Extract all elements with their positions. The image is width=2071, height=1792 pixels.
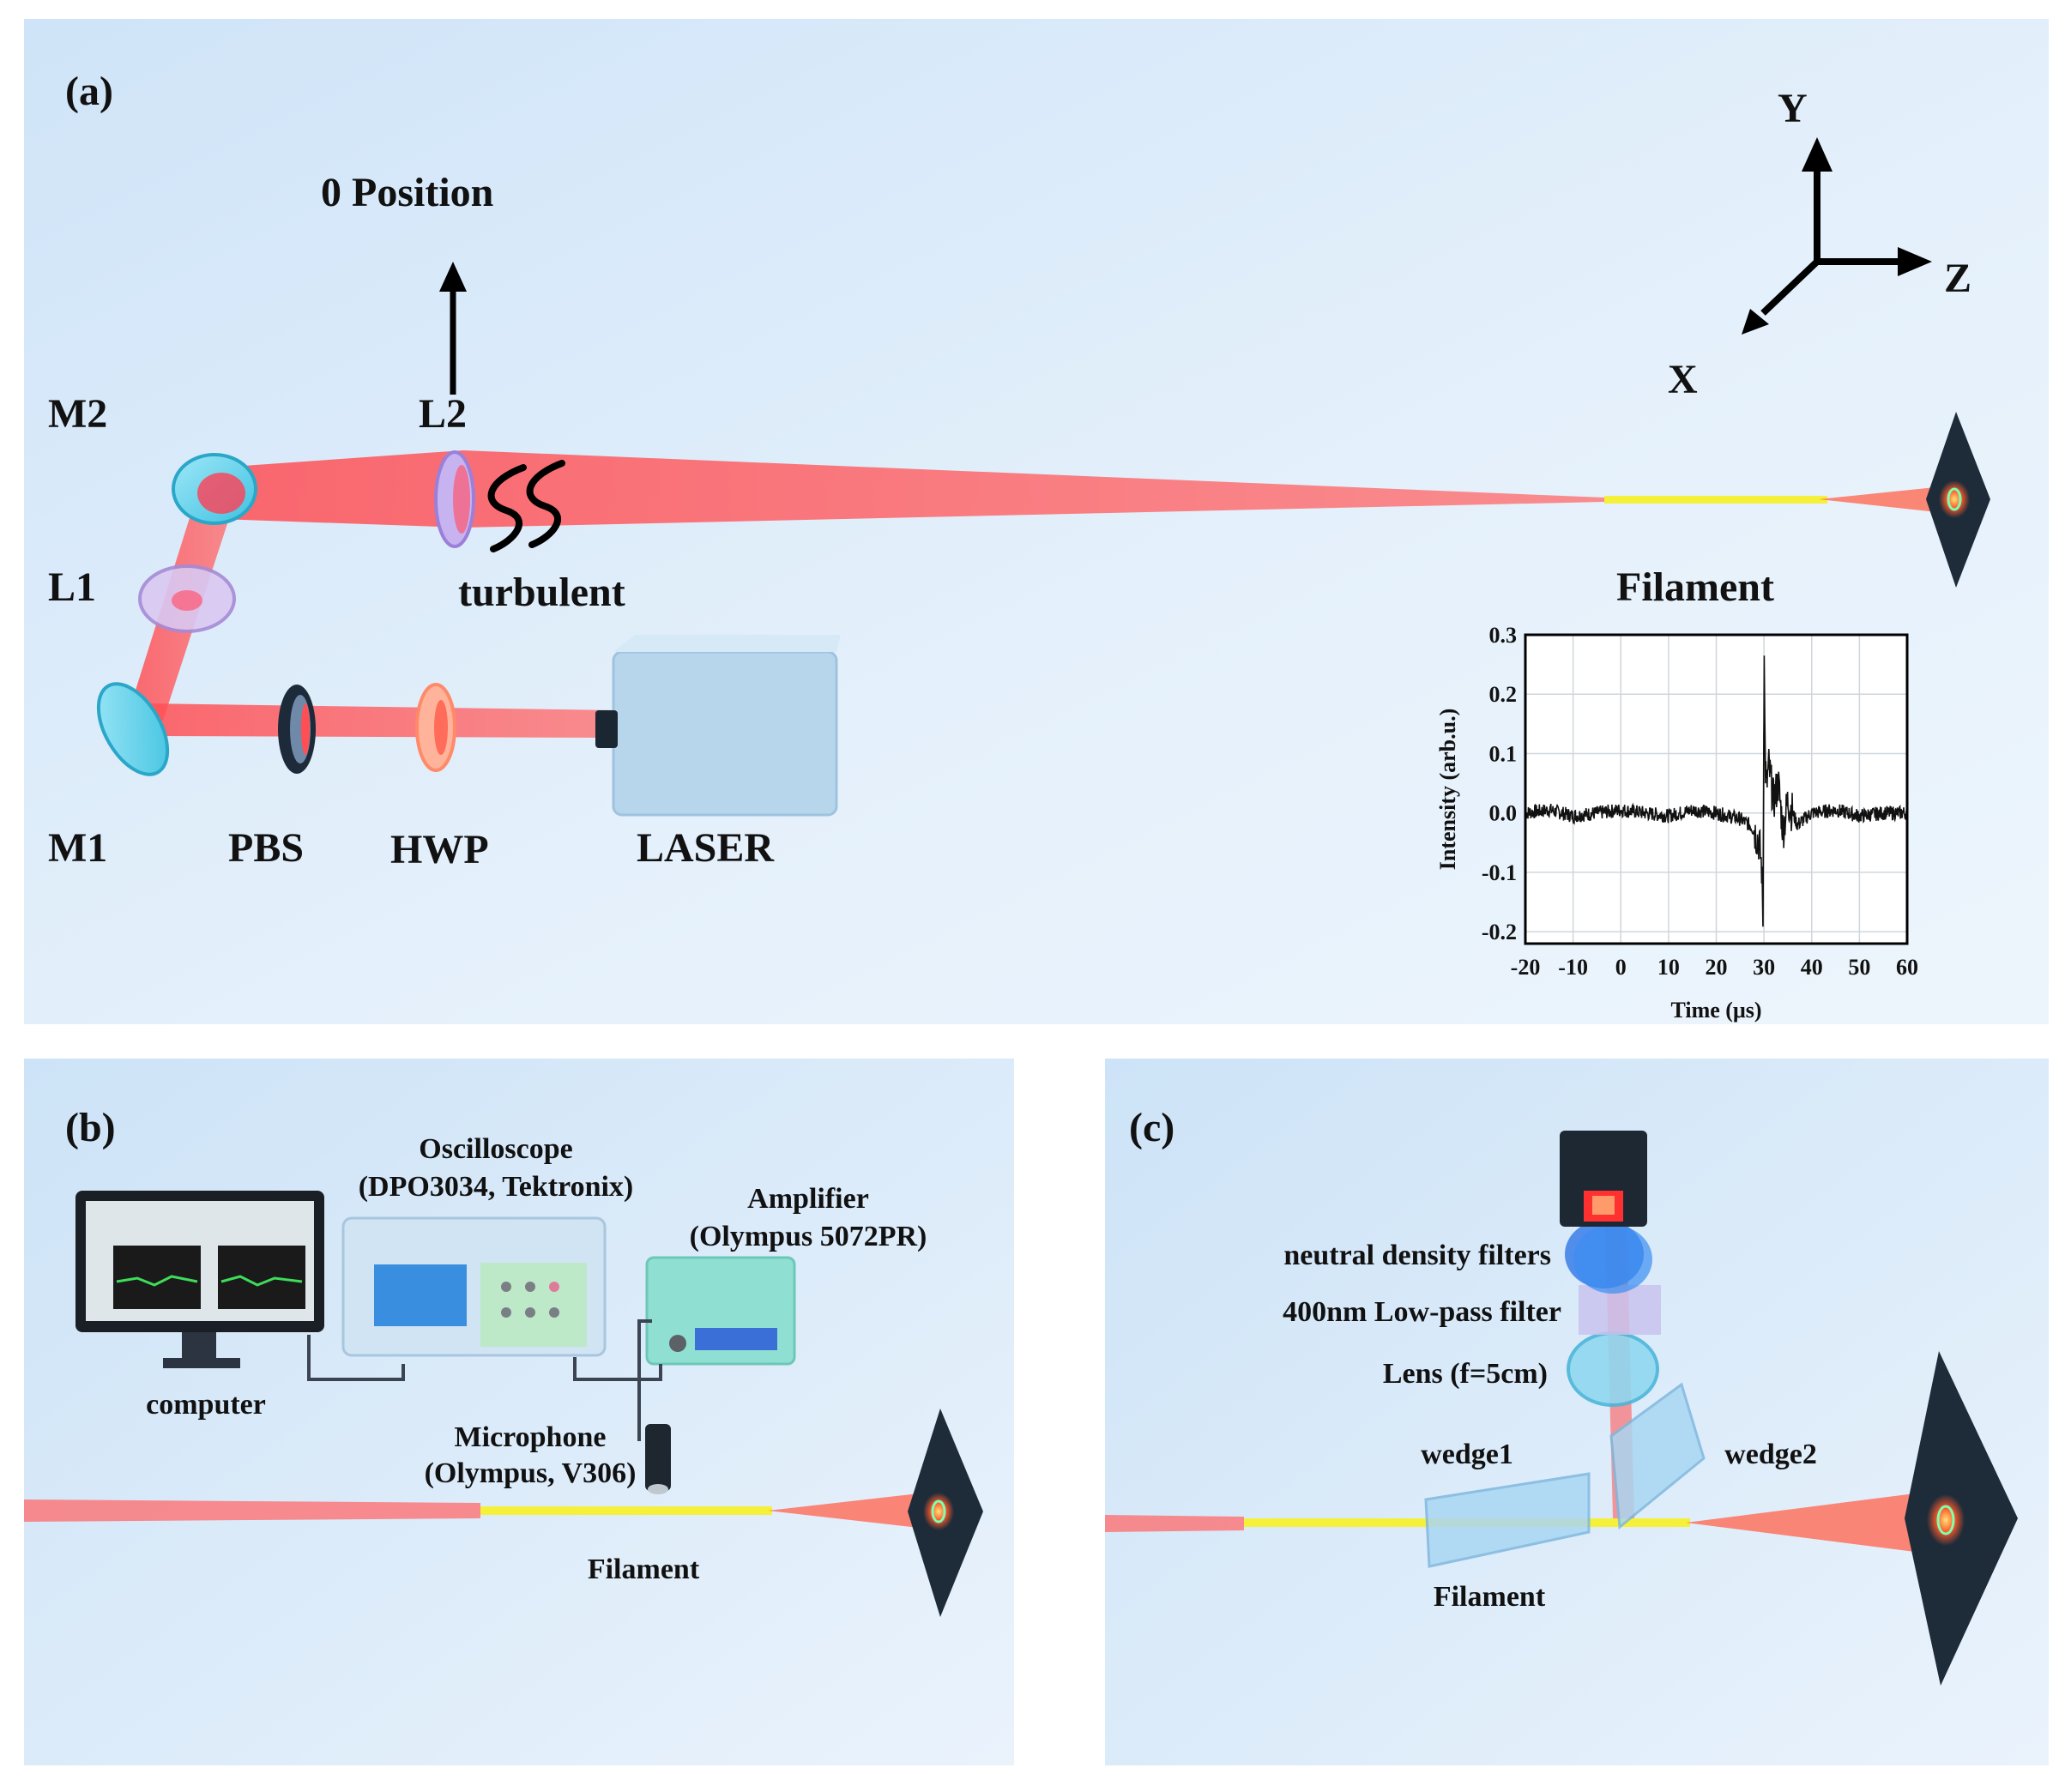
amplifier-device xyxy=(645,1256,796,1366)
label-laser: LASER xyxy=(637,825,775,871)
label-turbulent: turbulent xyxy=(458,570,625,615)
panel-c: (c) xyxy=(1105,1059,2049,1765)
label-m1: M1 xyxy=(48,825,107,871)
wedge1-optic xyxy=(1424,1472,1591,1568)
chart-ytick-label: -0.1 xyxy=(1482,860,1517,885)
label-m2: M2 xyxy=(48,391,107,437)
mirror-m2 xyxy=(172,453,257,525)
chart-xtick-label: 40 xyxy=(1801,955,1823,980)
label-hwp: HWP xyxy=(390,827,489,872)
lens-c-label: Lens (f=5cm) xyxy=(1383,1358,1548,1390)
beam-laser-m1 xyxy=(146,703,618,738)
filament-signal-chart: -20 -10 0 10 20 30 40 50 60 -0.2 -0.1 0.0 0.1 0.2 0.3T… xyxy=(1435,623,1918,1023)
hwp xyxy=(415,683,456,772)
chart-xtick-label: 60 xyxy=(1896,955,1918,980)
screen-b xyxy=(908,1409,983,1617)
label-l2: L2 xyxy=(419,391,467,437)
beam-diverge-b xyxy=(768,1493,927,1529)
chart-xlabel: Time (μs) xyxy=(1671,998,1762,1023)
pbs xyxy=(278,685,316,774)
microphone-label-2: (Olympus, V306) xyxy=(425,1457,637,1489)
beam-diverge-c xyxy=(1686,1493,1922,1553)
filament-b-label: Filament xyxy=(588,1554,700,1585)
chart-xtick-label: -10 xyxy=(1558,955,1588,980)
computer-label: computer xyxy=(146,1389,266,1421)
chart-ytick-label: 0.0 xyxy=(1489,801,1518,826)
oscilloscope-device xyxy=(341,1216,607,1357)
beam-b xyxy=(24,1499,480,1522)
filament-b xyxy=(480,1506,772,1515)
filament-c-label: Filament xyxy=(1434,1581,1546,1613)
nd-filters-label: neutral density filters xyxy=(1283,1240,1551,1271)
mirror-m1 xyxy=(96,682,170,776)
chart-ytick-label: 0.3 xyxy=(1489,623,1518,648)
microphone-label-1: Microphone xyxy=(455,1421,607,1453)
amplifier-label-1: Amplifier xyxy=(747,1183,869,1215)
chart-ylabel: Intensity (arb.u.) xyxy=(1435,709,1460,871)
lowpass-label: 400nm Low-pass filter xyxy=(1283,1296,1561,1328)
axis-y-label: Y xyxy=(1778,86,1808,131)
chart-xtick-label: 10 xyxy=(1657,955,1680,980)
chart-ytick-label: 0.1 xyxy=(1489,741,1518,766)
chart-xtick-label: 50 xyxy=(1848,955,1870,980)
lens-l2 xyxy=(434,450,475,548)
lens-l1 xyxy=(138,564,236,633)
axis-z-label: Z xyxy=(1944,256,1971,301)
beam-c xyxy=(1105,1515,1244,1532)
oscilloscope-label-1: Oscilloscope xyxy=(419,1133,572,1165)
panel-a-tag: (a) xyxy=(65,69,113,114)
chart-xtick-label: 20 xyxy=(1706,955,1728,980)
chart-xtick-label: 0 xyxy=(1615,955,1627,980)
turbulent-icon xyxy=(487,460,565,552)
axis-x-label: X xyxy=(1668,357,1698,402)
chart-ytick-label: -0.2 xyxy=(1482,920,1517,944)
wedge1-label: wedge1 xyxy=(1421,1439,1513,1470)
camera xyxy=(1560,1131,1647,1227)
beam-diverge-a xyxy=(1819,485,1960,515)
beam-main xyxy=(219,450,1604,528)
nd-filters xyxy=(1565,1220,1652,1294)
panel-a: (a) xyxy=(24,19,2049,1024)
panel-c-tag: (c) xyxy=(1129,1105,1174,1150)
chart-frame xyxy=(1524,633,1909,945)
screen-c xyxy=(1905,1351,2018,1686)
panel-b: (b) xyxy=(24,1059,1014,1765)
zero-position-label: 0 Position xyxy=(321,170,493,215)
amplifier-label-2: (Olympus 5072PR) xyxy=(690,1221,927,1252)
chart-xtick-label: -20 xyxy=(1511,955,1541,980)
wedge2-label: wedge2 xyxy=(1724,1439,1817,1470)
wedge2-optic xyxy=(1609,1382,1706,1530)
screen-a xyxy=(1926,412,1990,588)
lens-c xyxy=(1567,1331,1659,1407)
label-l1: L1 xyxy=(48,564,96,610)
axes-triad xyxy=(1742,137,1932,335)
label-pbs: PBS xyxy=(228,825,304,871)
chart-ytick-label: 0.2 xyxy=(1489,682,1518,707)
lowpass-filter xyxy=(1579,1285,1661,1335)
panel-b-background xyxy=(24,1059,1014,1765)
cables xyxy=(307,1319,662,1441)
chart-xtick-label: 30 xyxy=(1753,955,1775,980)
panel-b-tag: (b) xyxy=(65,1105,116,1150)
chart-series-line xyxy=(1525,655,1908,927)
microphone-device xyxy=(645,1424,671,1494)
computer-monitor xyxy=(75,1191,324,1368)
oscilloscope-label-2: (DPO3034, Tektronix) xyxy=(359,1171,634,1203)
laser-box xyxy=(595,635,841,817)
filament-a xyxy=(1604,496,1827,504)
zero-position-arrow xyxy=(439,262,467,395)
inset-title: Filament xyxy=(1616,564,1774,610)
